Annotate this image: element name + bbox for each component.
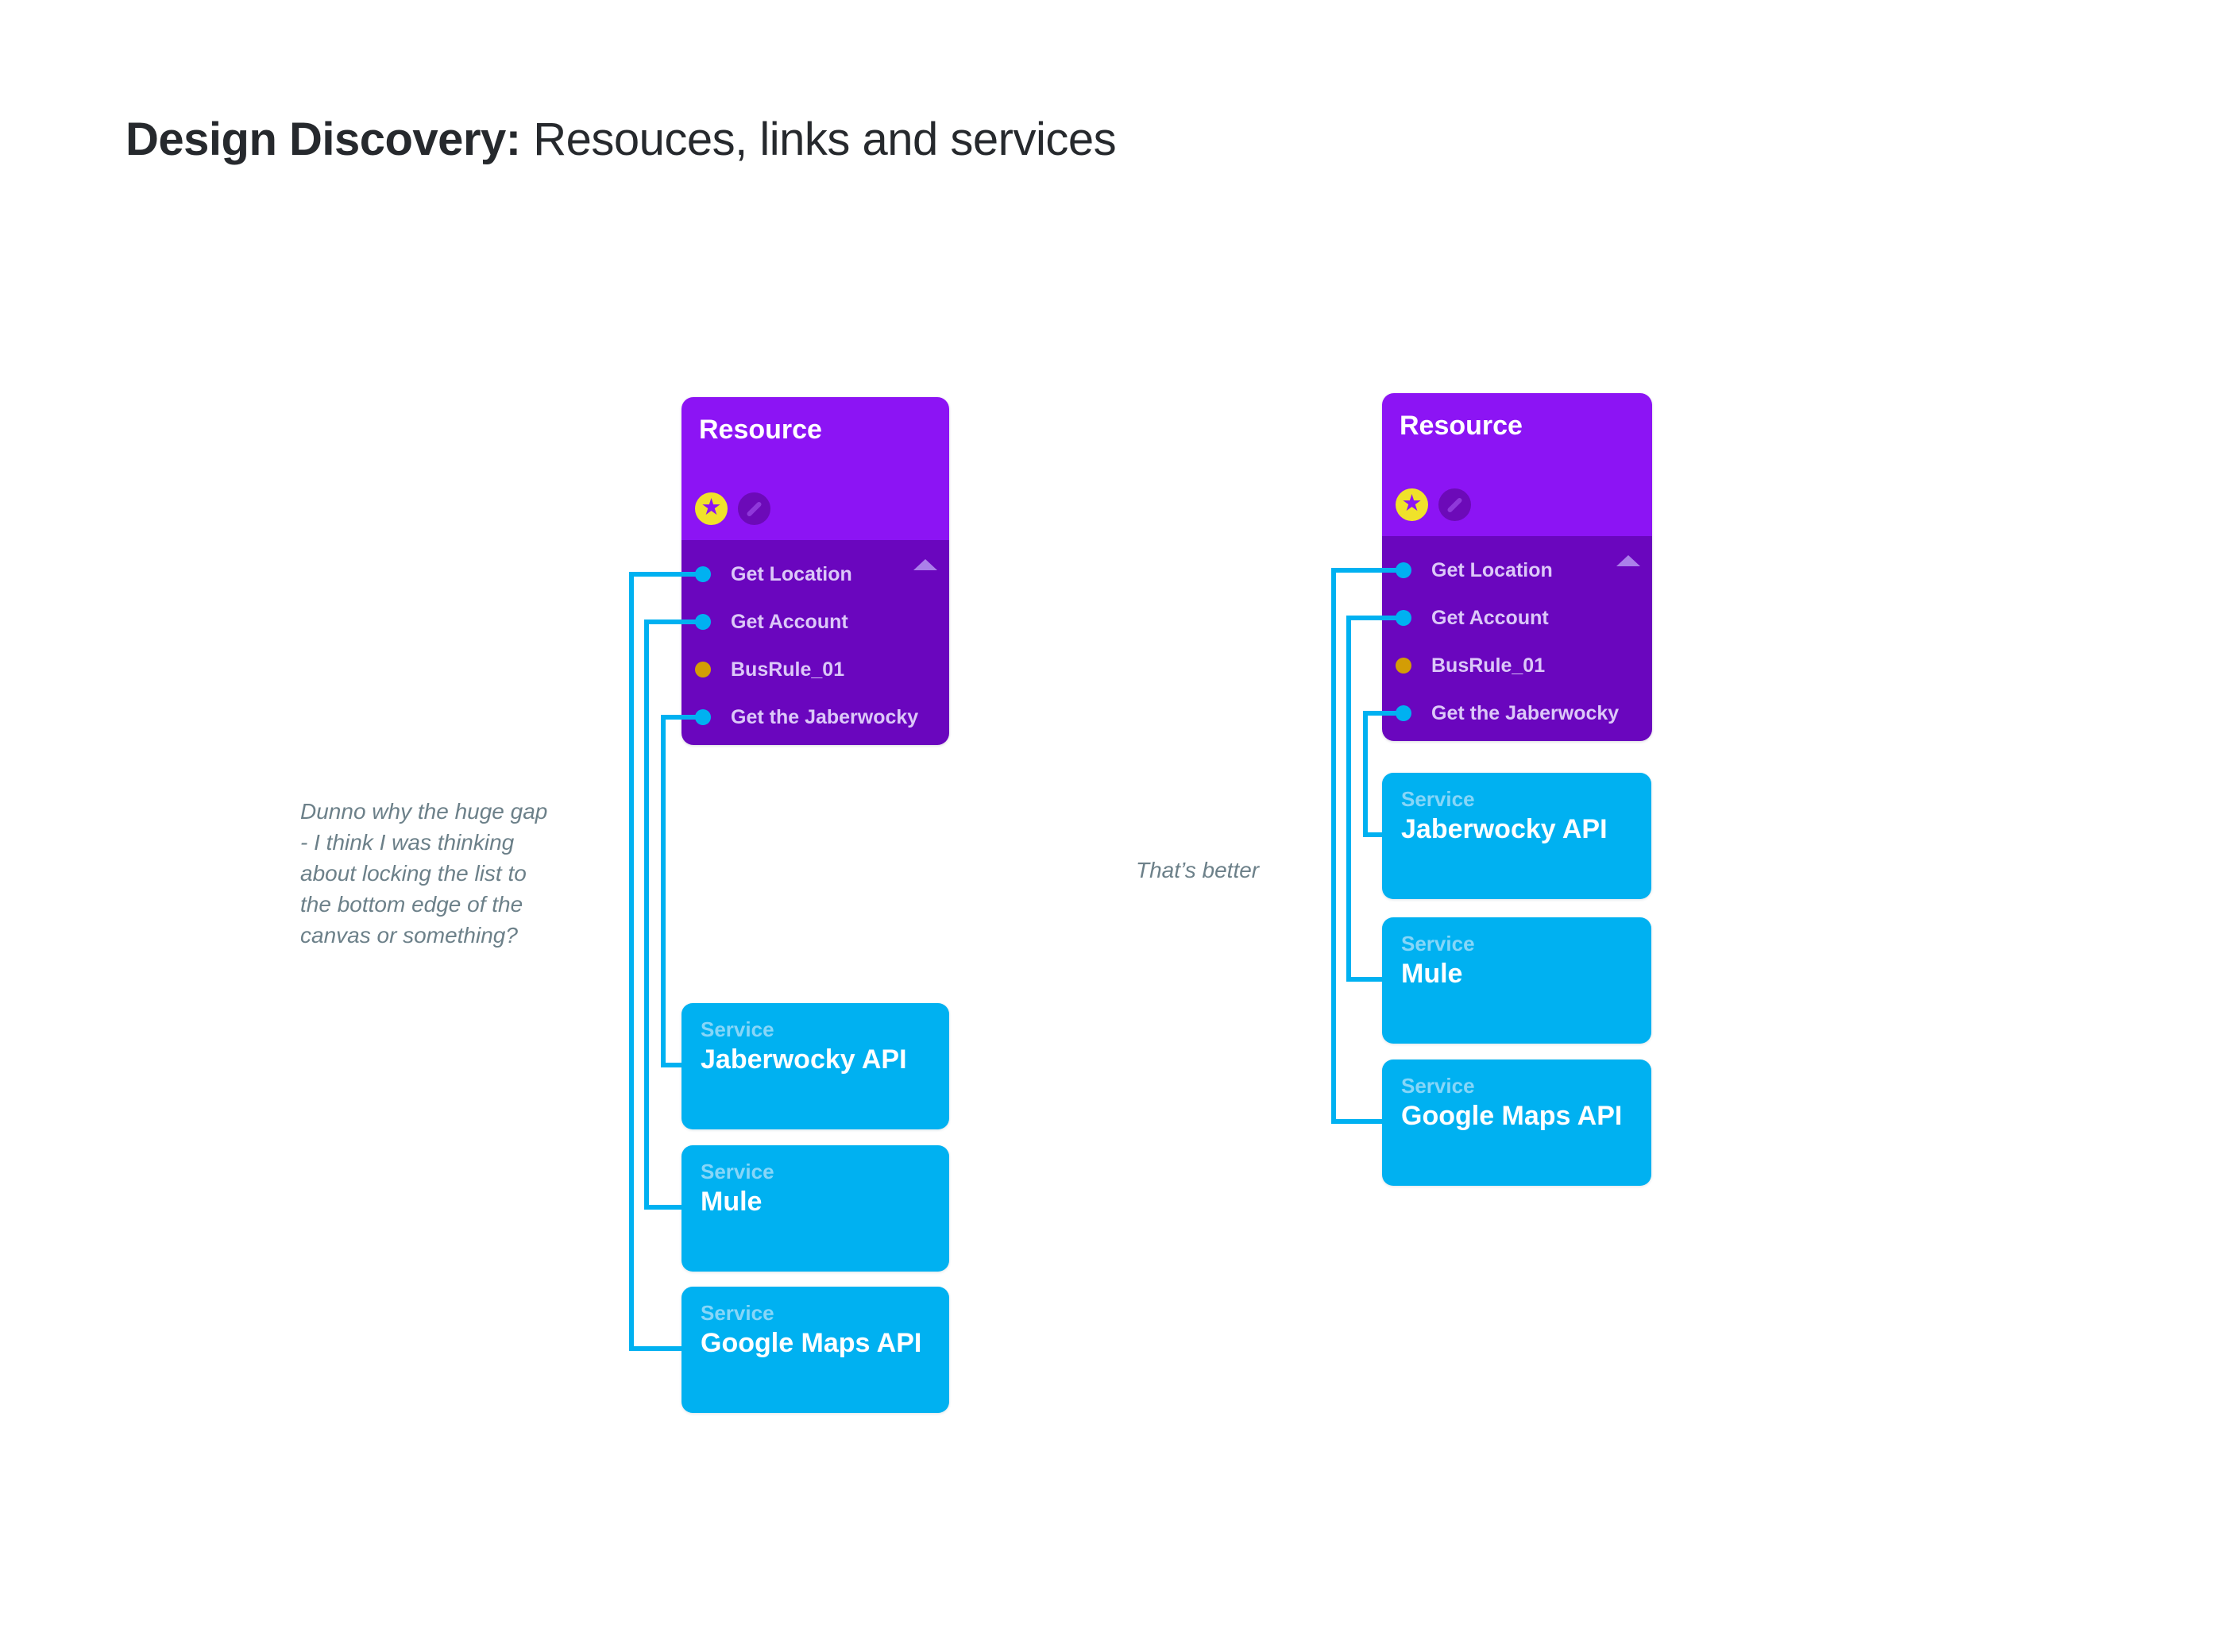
resource-title: Resource bbox=[699, 415, 822, 445]
service-card[interactable]: Service Mule bbox=[1382, 917, 1651, 1044]
operation-row[interactable]: Get Location bbox=[681, 558, 852, 590]
service-card-title: Mule bbox=[701, 1187, 763, 1217]
resource-card[interactable]: Resource ★ Get Location Get Account BusR… bbox=[681, 397, 949, 745]
port-dot[interactable] bbox=[695, 662, 711, 677]
service-card-title: Jaberwocky API bbox=[1401, 814, 1608, 844]
service-card-title: Google Maps API bbox=[701, 1328, 922, 1358]
edit-pencil-icon[interactable] bbox=[1438, 488, 1471, 521]
note-left-line: - I think I was thinking bbox=[300, 830, 515, 855]
star-glyph: ★ bbox=[1401, 491, 1423, 516]
service-card-label: Service bbox=[1401, 932, 1475, 955]
service-card-title: Google Maps API bbox=[1401, 1101, 1623, 1131]
note-left: Dunno why the huge gap - I think I was t… bbox=[300, 796, 618, 951]
service-card-title: Mule bbox=[1401, 959, 1463, 989]
service-card[interactable]: Service Jaberwocky API bbox=[1382, 773, 1651, 899]
port-dot[interactable] bbox=[695, 566, 711, 582]
note-left-line: about locking the list to bbox=[300, 861, 527, 886]
port-dot[interactable] bbox=[1396, 658, 1411, 674]
collapse-arrow-icon[interactable] bbox=[913, 559, 937, 570]
service-card[interactable]: Service Mule bbox=[681, 1145, 949, 1272]
service-card-label: Service bbox=[701, 1301, 774, 1325]
operation-label: BusRule_01 bbox=[731, 658, 845, 681]
note-left-line: Dunno why the huge gap bbox=[300, 799, 548, 824]
edit-pencil-icon[interactable] bbox=[738, 492, 770, 525]
service-card[interactable]: Service Jaberwocky API bbox=[681, 1003, 949, 1129]
operation-label: Get Account bbox=[731, 610, 848, 633]
service-card[interactable]: Service Google Maps API bbox=[681, 1287, 949, 1413]
resource-card-header: Resource ★ bbox=[1382, 393, 1652, 536]
favorite-star-icon[interactable]: ★ bbox=[695, 492, 728, 525]
star-glyph: ★ bbox=[701, 495, 722, 520]
port-dot[interactable] bbox=[695, 614, 711, 630]
operation-label: Get Location bbox=[731, 562, 852, 585]
resource-operations-list: Get Location Get Account BusRule_01 Get … bbox=[681, 540, 949, 745]
page-title: Design Discovery: Resouces, links and se… bbox=[125, 113, 1117, 166]
operation-row[interactable]: Get Location bbox=[1382, 554, 1553, 586]
collapse-arrow-icon[interactable] bbox=[1616, 555, 1640, 566]
favorite-star-icon[interactable]: ★ bbox=[1396, 488, 1428, 521]
operation-label: Get the Jaberwocky bbox=[731, 705, 919, 728]
note-right: That’s better bbox=[1136, 858, 1260, 882]
resource-title: Resource bbox=[1400, 411, 1523, 441]
page-title-regular: Resouces, links and services bbox=[520, 114, 1117, 165]
operation-label: Get Account bbox=[1431, 606, 1549, 629]
port-dot[interactable] bbox=[1396, 562, 1411, 578]
note-left-line: canvas or something? bbox=[300, 923, 518, 948]
operation-row[interactable]: Get Account bbox=[1382, 602, 1549, 634]
resource-operations-list: Get Location Get Account BusRule_01 Get … bbox=[1382, 536, 1652, 741]
operation-label: Get Location bbox=[1431, 558, 1553, 581]
operation-row[interactable]: BusRule_01 bbox=[1382, 650, 1545, 681]
port-dot[interactable] bbox=[1396, 610, 1411, 626]
service-card-title: Jaberwocky API bbox=[701, 1044, 907, 1075]
page-title-bold: Design Discovery: bbox=[125, 114, 521, 165]
service-card-label: Service bbox=[1401, 787, 1475, 811]
operation-row[interactable]: Get the Jaberwocky bbox=[1382, 697, 1619, 729]
pencil-glyph bbox=[1446, 496, 1463, 513]
operation-label: Get the Jaberwocky bbox=[1431, 701, 1620, 724]
operation-label: BusRule_01 bbox=[1431, 654, 1546, 677]
note-left-line: the bottom edge of the bbox=[300, 892, 523, 917]
pencil-glyph bbox=[746, 500, 763, 517]
resource-card-header: Resource ★ bbox=[681, 397, 949, 540]
port-dot[interactable] bbox=[695, 709, 711, 725]
resource-card[interactable]: Resource ★ Get Location Get Account BusR… bbox=[1382, 393, 1652, 741]
service-card[interactable]: Service Google Maps API bbox=[1382, 1060, 1651, 1186]
operation-row[interactable]: Get Account bbox=[681, 606, 848, 638]
operation-row[interactable]: BusRule_01 bbox=[681, 654, 844, 685]
service-card-label: Service bbox=[1401, 1074, 1475, 1098]
service-card-label: Service bbox=[701, 1017, 774, 1041]
port-dot[interactable] bbox=[1396, 705, 1411, 721]
operation-row[interactable]: Get the Jaberwocky bbox=[681, 701, 918, 733]
service-card-label: Service bbox=[701, 1160, 774, 1183]
